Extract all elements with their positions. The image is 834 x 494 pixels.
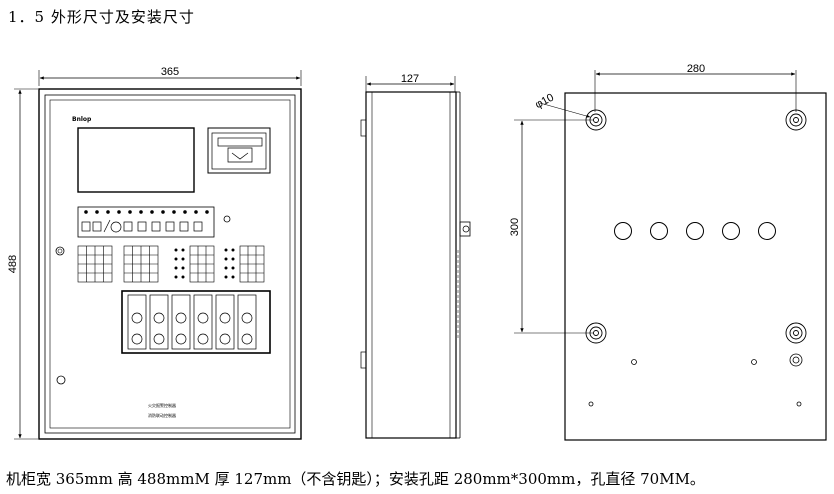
mounting-hole <box>585 109 607 131</box>
brand-logo: Bnlop <box>72 116 92 123</box>
cable-knockouts <box>614 222 776 240</box>
hole-spacing-h-label: 280 <box>687 63 705 75</box>
panel-label-linkage: 消防联动控制器 <box>148 412 176 418</box>
panel-label-fire-alarm: 火灾报警控制器 <box>148 402 176 408</box>
front-width-label: 365 <box>161 66 179 78</box>
keypad-left <box>77 245 159 283</box>
side-view <box>360 76 471 439</box>
lcd-screen <box>77 127 195 193</box>
front-height-label: 488 <box>7 255 19 273</box>
linkage-control-panel <box>121 290 271 354</box>
mounting-hole <box>585 322 607 344</box>
hole-spacing-v-label: 300 <box>509 218 521 236</box>
mounting-hole <box>785 322 807 344</box>
keypad-right <box>189 245 265 283</box>
cabinet-outline <box>38 88 302 440</box>
front-view <box>14 70 302 440</box>
rear-outline <box>564 92 827 441</box>
side-depth-label: 127 <box>401 73 419 85</box>
side-outline <box>365 91 457 439</box>
rear-view <box>514 70 827 441</box>
spec-caption: 机柜宽 365mm 高 488mmM 厚 127mm（不含钥匙）；安装孔距 28… <box>6 470 705 488</box>
mounting-hole <box>785 109 807 131</box>
section-heading: 1．5 外形尺寸及安装尺寸 <box>8 8 195 26</box>
hole-diameter-label: φ10 <box>533 92 556 112</box>
